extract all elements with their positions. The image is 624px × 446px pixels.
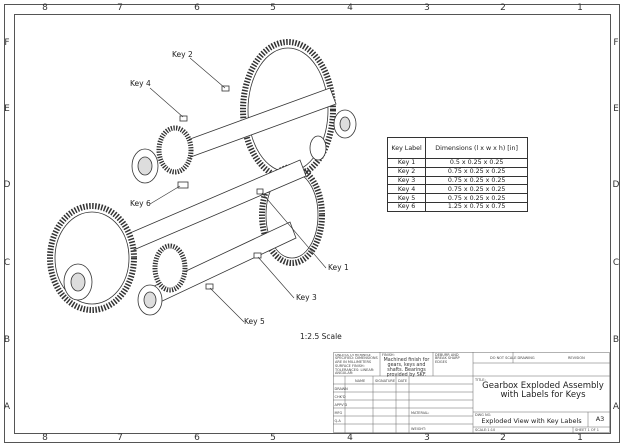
cell: Key 6 [386, 201, 427, 212]
zone-column-label: 1 [577, 3, 583, 13]
cell: 0.75 x 0.25 x 0.25 [425, 175, 528, 186]
zone-column-label: 6 [194, 433, 200, 443]
callout-key-5: Key 5 [244, 317, 265, 326]
zone-row-label: B [612, 335, 620, 345]
inner-border [14, 14, 611, 434]
cell: 0.75 x 0.25 x 0.25 [425, 184, 528, 195]
header-key-label: Key Label [386, 137, 427, 159]
col-signature: SIGNATURE [375, 378, 396, 383]
zone-row-label: D [3, 180, 11, 190]
scale-label: 1:2.5 Scale [300, 332, 342, 341]
cell: Key 4 [386, 184, 427, 195]
key-6-part [177, 181, 189, 189]
callout-key-6: Key 6 [130, 199, 151, 208]
deburr-note: DEBURR AND BREAK SHARP EDGES [435, 352, 460, 365]
zone-row-label: C [612, 258, 620, 268]
revision-label: REVISION [568, 356, 585, 360]
title-label: TITLE: [475, 377, 486, 382]
header-dimensions: Dimensions (l x w x h) [in] [425, 137, 528, 159]
cell: Key 5 [386, 193, 427, 203]
sheet-field: SHEET 1 OF 1 [575, 428, 599, 432]
zone-column-label: 8 [42, 3, 48, 13]
callout-key-1: Key 1 [328, 263, 349, 272]
zone-column-label: 3 [424, 433, 430, 443]
dwg-no-label: DWG NO. [475, 413, 492, 417]
cell: 0.75 x 0.25 x 0.25 [425, 193, 528, 203]
title-block-grid [333, 352, 610, 433]
cell: Key 1 [386, 158, 427, 168]
zone-column-label: 4 [347, 433, 353, 443]
cell: 0.5 x 0.25 x 0.25 [425, 158, 528, 168]
zone-column-label: 1 [577, 433, 583, 443]
col-name: NAME [355, 378, 366, 383]
row-chkd: CHK'D [334, 394, 346, 399]
zone-row-label: D [612, 180, 620, 190]
key-5-part [205, 283, 214, 290]
zone-row-label: A [612, 402, 620, 412]
pinion-upper [156, 125, 194, 175]
zone-column-label: 8 [42, 433, 48, 443]
dwg-no: Exploded View with Key Labels [481, 417, 582, 425]
zone-column-label: 6 [194, 3, 200, 13]
zone-row-label: E [4, 104, 10, 114]
outer-border [4, 4, 620, 443]
finish-text: Machined finish for gears, keys and shaf… [383, 357, 430, 378]
zone-column-label: 5 [270, 433, 276, 443]
zone-row-label: E [613, 104, 619, 114]
zone-column-label: 5 [270, 3, 276, 13]
material-label: MATERIAL: [411, 410, 430, 415]
finish-label: FINISH: [382, 353, 395, 357]
drawing-title: Gearbox Exploded Assembly with Labels fo… [482, 381, 604, 400]
cell: 1.25 x 0.75 x 0.75 [425, 201, 528, 212]
zone-column-label: 2 [500, 3, 506, 13]
zone-row-label: F [613, 38, 619, 48]
key-3-part [253, 252, 262, 259]
row-appvd: APPV'D [334, 402, 348, 407]
cell: Key 2 [386, 166, 427, 177]
callout-key-4: Key 4 [130, 79, 151, 88]
zone-row-label: C [3, 258, 11, 268]
col-date: DATE [398, 378, 408, 383]
key-4-part [179, 115, 188, 122]
weight-label: WEIGHT: [411, 426, 426, 431]
key-2-part [221, 85, 230, 92]
tolerance-note: UNLESS OTHERWISE SPECIFIED: DIMENSIONS A… [335, 353, 378, 376]
zone-column-label: 3 [424, 3, 430, 13]
cell: 0.75 x 0.25 x 0.25 [425, 166, 528, 177]
zone-row-label: B [3, 335, 11, 345]
callout-key-3: Key 3 [296, 293, 317, 302]
zone-column-label: 7 [117, 3, 123, 13]
scale-field: SCALE:1:10 [475, 428, 496, 432]
pinion-lower [152, 243, 188, 293]
zone-column-label: 2 [500, 433, 506, 443]
zone-column-label: 4 [347, 3, 353, 13]
zone-column-label: 7 [117, 433, 123, 443]
zone-row-label: A [3, 402, 11, 412]
leader-lines [149, 57, 327, 323]
zone-row-label: F [4, 38, 10, 48]
do-not-scale: DO NOT SCALE DRAWING [490, 356, 535, 360]
sheet-size: A3 [595, 415, 605, 423]
key-1-part [256, 188, 264, 195]
callout-key-2: Key 2 [172, 50, 193, 59]
cell: Key 3 [386, 175, 427, 186]
row-mfg: MFG [334, 410, 343, 415]
row-qa: Q.A [334, 418, 341, 423]
row-drawn: DRAWN [334, 386, 348, 391]
